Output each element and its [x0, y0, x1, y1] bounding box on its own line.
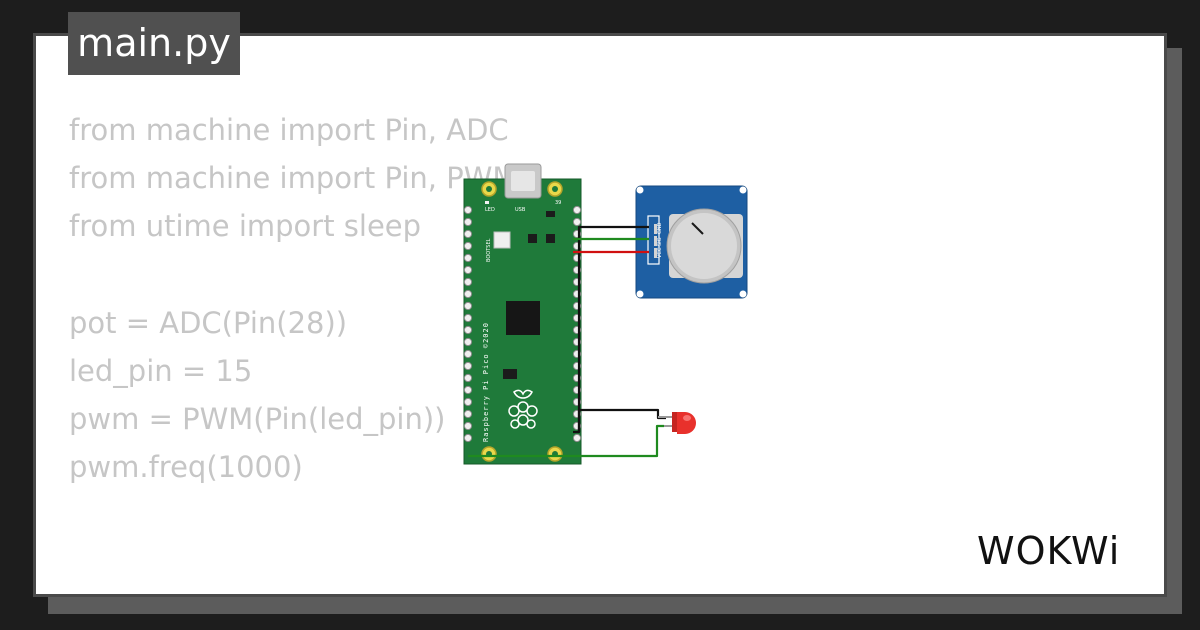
pico-usb-connector [504, 163, 542, 199]
pot-pin-gnd [654, 224, 657, 234]
pico-pin-39-label: 39 [555, 200, 561, 206]
wires [468, 225, 666, 458]
code-line: led_pin = 15 [69, 353, 253, 388]
pot-pin-sig [654, 236, 657, 246]
pico-led-label: LED [485, 207, 495, 213]
pico-board[interactable]: LED USB 39 BOOTSEL [463, 163, 582, 465]
wokwi-logo-text: WOKWi [977, 529, 1120, 573]
raspberry-pi-logo-icon [508, 389, 538, 429]
filename-tab: main.py [68, 12, 240, 75]
led-highlight [683, 415, 691, 421]
pico-onboard-led [485, 201, 489, 204]
code-line: from machine import Pin, ADC [69, 113, 509, 147]
pot-pin-vcc-label: VCC [657, 247, 663, 258]
pico-small-components [503, 211, 555, 379]
pot-knob-indicator [691, 222, 704, 235]
pico-bootsel-label: BOOTSEL [486, 238, 492, 262]
code-line: from utime import sleep [69, 209, 422, 244]
wire-gnd [573, 225, 649, 434]
pico-bootsel-button[interactable] [493, 231, 511, 249]
red-led[interactable] [658, 412, 696, 434]
pot-knob[interactable] [671, 213, 737, 279]
wire-led-cathode [577, 408, 666, 432]
pico-usb-label: USB [515, 207, 526, 213]
code-view: from machine import Pin, ADC from machin… [69, 106, 969, 594]
pot-pin-vcc [654, 248, 657, 258]
circuit-diagram: LED USB 39 BOOTSEL [463, 163, 748, 465]
pico-board-label: Raspberry Pi Pico ©2020 [482, 322, 490, 442]
code-line: pot = ADC(Pin(28)) [69, 305, 348, 340]
preview-frame: from machine import Pin, ADC from machin… [33, 33, 1167, 597]
wokwi-logo: WOKWi [977, 529, 1120, 573]
pot-mounting-holes [636, 186, 747, 298]
potentiometer[interactable]: GND SIG VCC [635, 185, 748, 299]
pot-pin-sig-label: SIG [657, 237, 663, 246]
led-base [672, 412, 678, 432]
pico-rp2040-chip [506, 301, 540, 335]
led-body [677, 412, 696, 434]
code-line: from machine import Pin, PWM [69, 161, 518, 196]
wire-led-anode [468, 424, 664, 458]
pico-left-pins [463, 205, 473, 443]
code-line: pwm = PWM(Pin(led_pin)) [69, 402, 446, 437]
code-line: pwm.freq(1000) [69, 450, 303, 485]
pot-pin-gnd-label: GND [657, 222, 663, 234]
